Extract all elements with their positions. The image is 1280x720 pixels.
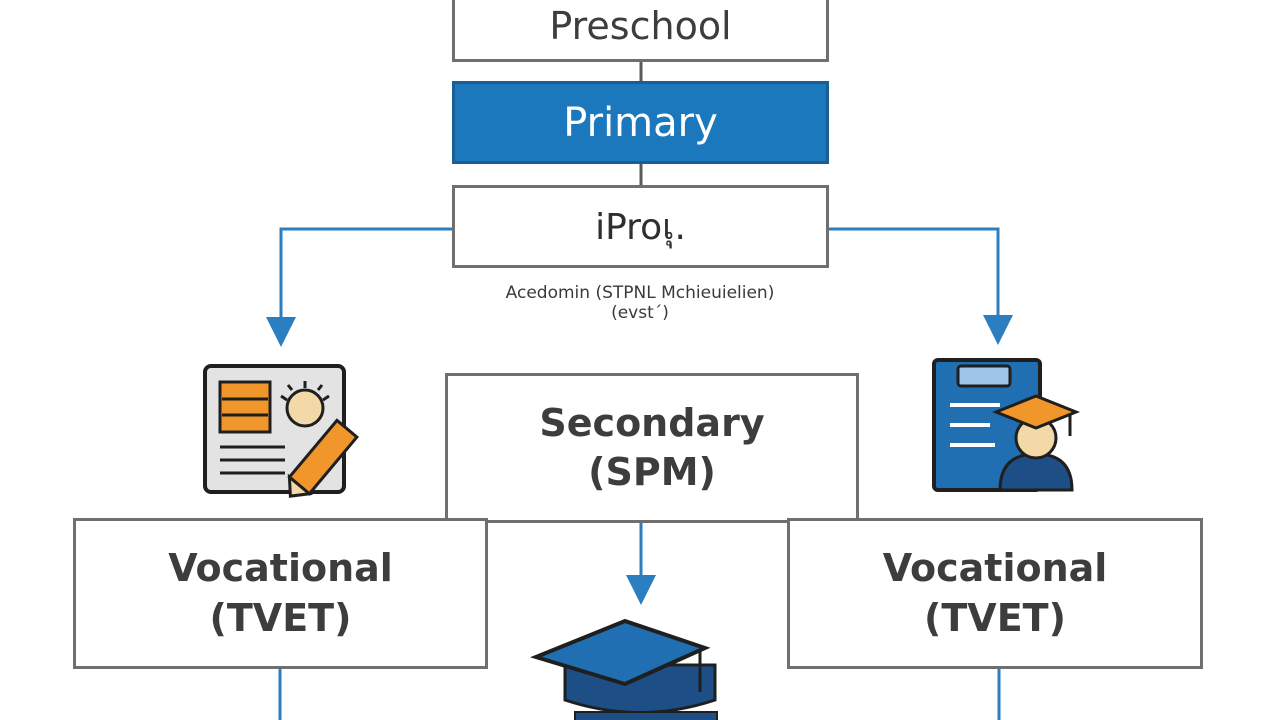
secondary-sublabel: (SPM) bbox=[588, 450, 716, 494]
vocational-right-label: Vocational bbox=[882, 546, 1108, 591]
pro-node: iProเุ. bbox=[452, 185, 829, 268]
preschool-node: Preschool bbox=[452, 0, 829, 62]
arrow-to-left-icon bbox=[266, 227, 452, 347]
vocational-left-node: Vocational (TVET) bbox=[73, 518, 488, 669]
preschool-label: Preschool bbox=[549, 4, 732, 48]
vocational-right-node: Vocational (TVET) bbox=[787, 518, 1203, 669]
primary-label: Primary bbox=[563, 99, 718, 146]
graduation-cap-icon bbox=[529, 618, 718, 720]
vocational-right-sublabel: (TVET) bbox=[924, 595, 1066, 640]
pathway-caption: Acedomin (STPNL Mchieuielien) (evst´) bbox=[440, 283, 840, 323]
vocational-left-label: Vocational bbox=[168, 546, 393, 591]
primary-node: Primary bbox=[452, 81, 829, 164]
secondary-label: Secondary bbox=[539, 400, 765, 445]
connectors bbox=[266, 62, 1013, 720]
caption-line-1: Acedomin (STPNL Mchieuielien) bbox=[505, 283, 775, 303]
student-clipboard-icon bbox=[932, 358, 1081, 492]
document-pencil-icon bbox=[203, 364, 360, 498]
vocational-left-sublabel: (TVET) bbox=[209, 595, 352, 640]
secondary-node: Secondary (SPM) bbox=[445, 373, 859, 523]
caption-line-2: (evst´) bbox=[611, 303, 669, 323]
pro-label: iProเุ. bbox=[595, 207, 686, 248]
arrow-to-right-icon bbox=[829, 227, 1013, 345]
